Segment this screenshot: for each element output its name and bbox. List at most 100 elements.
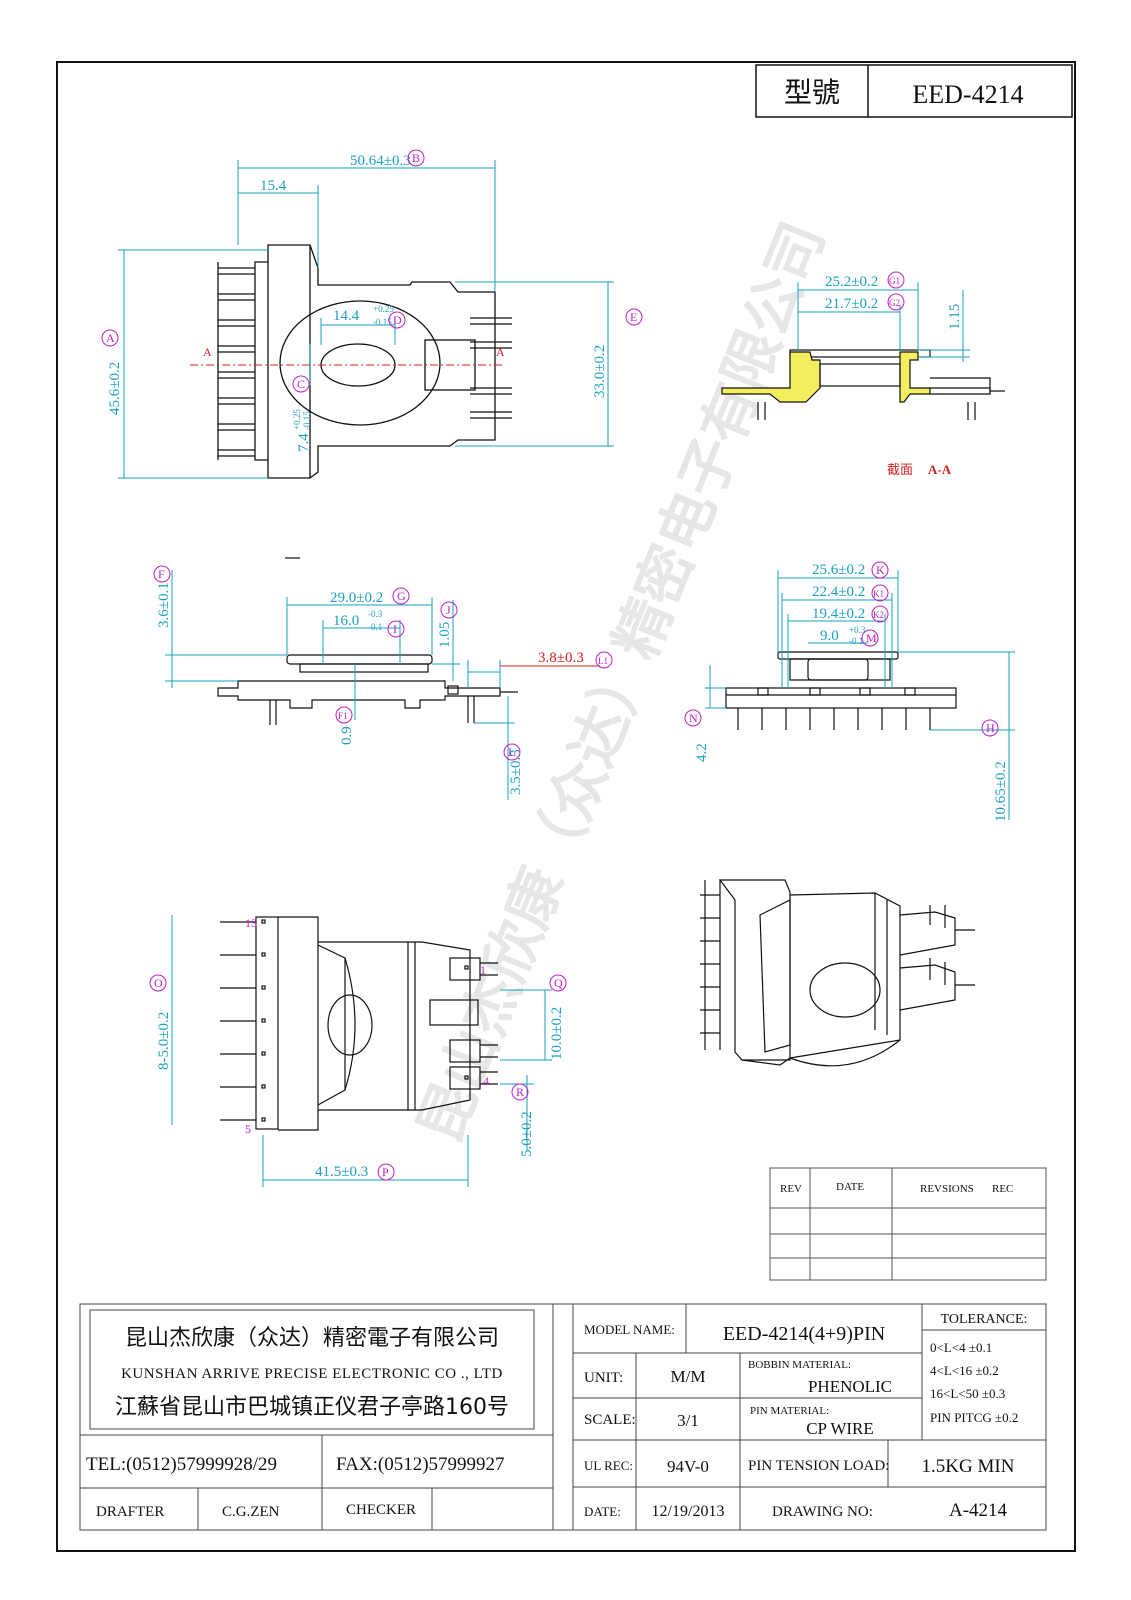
rec-header: REC (992, 1183, 1013, 1195)
tag-g2: G2 (889, 298, 900, 308)
pin-material-label: PIN MATERIAL: (750, 1405, 829, 1417)
model-name-label: MODEL NAME: (584, 1322, 675, 1337)
model-header-label: 型號 (784, 76, 840, 109)
dim-33-0: 33.0±0.2 (592, 345, 608, 398)
front-view (725, 651, 957, 730)
revision-table (769, 1167, 1047, 1281)
dim-29-0: 29.0±0.2 (330, 590, 383, 606)
pin-tension-label: PIN TENSION LOAD: (748, 1458, 889, 1474)
dim-0-9: 0.9 (339, 726, 355, 745)
dim-50-64: 50.64±0.3 (350, 153, 411, 169)
tolerance-row-3: 16<L<50 ±0.3 (930, 1386, 1005, 1401)
company-address: 江蘇省昆山市巴城镇正仪君子亭路160号 (115, 1395, 509, 1420)
ul-rec-value: 94V-0 (667, 1457, 709, 1476)
tag-b: B (412, 151, 420, 165)
side-view-dims (165, 570, 515, 800)
tag-n: N (689, 711, 698, 725)
dim-4-2: 4.2 (694, 743, 710, 762)
outer-frame (56, 61, 1076, 1552)
dim-14-4: 14.4 (333, 308, 360, 324)
drawing-no-label: DRAWING NO: (772, 1504, 873, 1520)
rev-header: REV (780, 1183, 802, 1195)
dim-16-0-tol-dn: -0.1 (368, 622, 382, 632)
tag-g: G (397, 589, 406, 603)
dim-3-8: 3.8±0.3 (538, 650, 584, 666)
dim-19-4: 19.4±0.2 (812, 606, 865, 622)
dim-3-5: 3.5±0.3 (508, 749, 524, 795)
scale-value: 3/1 (677, 1411, 699, 1430)
drafter-name: C.G.ZEN (222, 1504, 280, 1520)
pin-5-label: 5 (245, 1122, 251, 1136)
scale-label: SCALE: (584, 1412, 636, 1428)
dim-9-0-tol-up: +0.3 (849, 625, 866, 635)
section-id: A-A (928, 462, 952, 477)
dim-10-65: 10.65±0.2 (993, 761, 1009, 822)
company-fax: FAX:(0512)57999927 (336, 1454, 505, 1475)
dim-21-7: 21.7±0.2 (825, 296, 878, 312)
drafter-label: DRAFTER (96, 1504, 164, 1520)
dim-16-0: 16.0 (333, 613, 359, 629)
dim-7-4: 7.4 (296, 433, 312, 452)
tag-e: E (630, 310, 637, 324)
isometric-view (700, 879, 975, 1067)
tag-k: K (876, 563, 885, 577)
dim-16-0-tol-up: -0.3 (368, 609, 383, 619)
tag-o: O (154, 976, 163, 990)
tag-q: Q (554, 976, 563, 990)
tag-r: R (516, 1085, 524, 1099)
section-mark-left: A (203, 345, 212, 359)
dim-5-0: 5.0±0.2 (519, 1111, 535, 1157)
date-label: DATE: (584, 1504, 621, 1519)
company-tel: TEL:(0512)57999928/29 (86, 1454, 277, 1475)
bottom-view (220, 916, 498, 1131)
tag-m: M (866, 631, 877, 645)
ul-rec-label: UL REC: (584, 1458, 633, 1473)
tolerance-row-2: 4<L<16 ±0.2 (930, 1363, 999, 1378)
bottom-view-dims (171, 915, 552, 1187)
dim-15-4: 15.4 (260, 178, 287, 194)
top-view-dims (118, 160, 614, 479)
section-mark-right: A (496, 345, 505, 359)
checker-label: CHECKER (346, 1502, 416, 1518)
dim-45-6: 45.6±0.2 (107, 362, 123, 415)
front-view-dims (705, 570, 1015, 820)
top-view-centerline: A A (190, 345, 505, 366)
tag-c: C (297, 377, 305, 391)
unit-label: UNIT: (584, 1370, 623, 1386)
dim-22-4: 22.4±0.2 (812, 584, 865, 600)
tolerance-row-4: PIN PITCG ±0.2 (930, 1410, 1018, 1425)
bobbin-material-value: PHENOLIC (808, 1377, 892, 1396)
pin-13-label: 13 (245, 916, 257, 930)
tag-f1: F1 (338, 711, 348, 721)
drawing-no-value: A-4214 (949, 1500, 1008, 1521)
model-name-value: EED-4214(4+9)PIN (723, 1323, 885, 1345)
dim-41-5: 41.5±0.3 (315, 1164, 368, 1180)
section-view-dims (797, 282, 970, 362)
tag-i: I (393, 622, 397, 636)
section-label: 截面 (887, 462, 913, 477)
dim-25-2: 25.2±0.2 (825, 274, 878, 290)
tag-l: L (508, 745, 515, 759)
tag-g1: G1 (889, 276, 900, 286)
date-header: DATE (836, 1181, 864, 1193)
company-box (89, 1309, 535, 1430)
reference-tags (101, 149, 999, 1181)
dim-3-6: 3.6±0.1 (156, 582, 172, 628)
dim-9-0: 9.0 (820, 628, 839, 644)
dim-1-05: 1.05 (437, 622, 453, 648)
tag-l1: L1 (598, 656, 608, 666)
model-header-value: EED-4214 (912, 80, 1023, 109)
dim-7-4-tol-up: +0.25 (292, 409, 302, 430)
title-block-grid (79, 1303, 1047, 1531)
company-name-en: KUNSHAN ARRIVE PRECISE ELECTRONIC CO ., … (121, 1366, 503, 1382)
pin-material-value: CP WIRE (806, 1419, 874, 1438)
revisions-header: REVSIONS (920, 1183, 974, 1195)
dim-14-4-tol-up: +0.25 (373, 304, 394, 314)
side-view (217, 557, 518, 725)
bobbin-material-label: BOBBIN MATERIAL: (748, 1359, 851, 1371)
dim-7-4-tol-dn: -0.15 (302, 411, 312, 430)
company-name-cn: 昆山杰欣康（众达）精密電子有限公司 (125, 1326, 499, 1351)
dim-25-6: 25.6±0.2 (812, 562, 865, 578)
section-view (721, 349, 1005, 420)
